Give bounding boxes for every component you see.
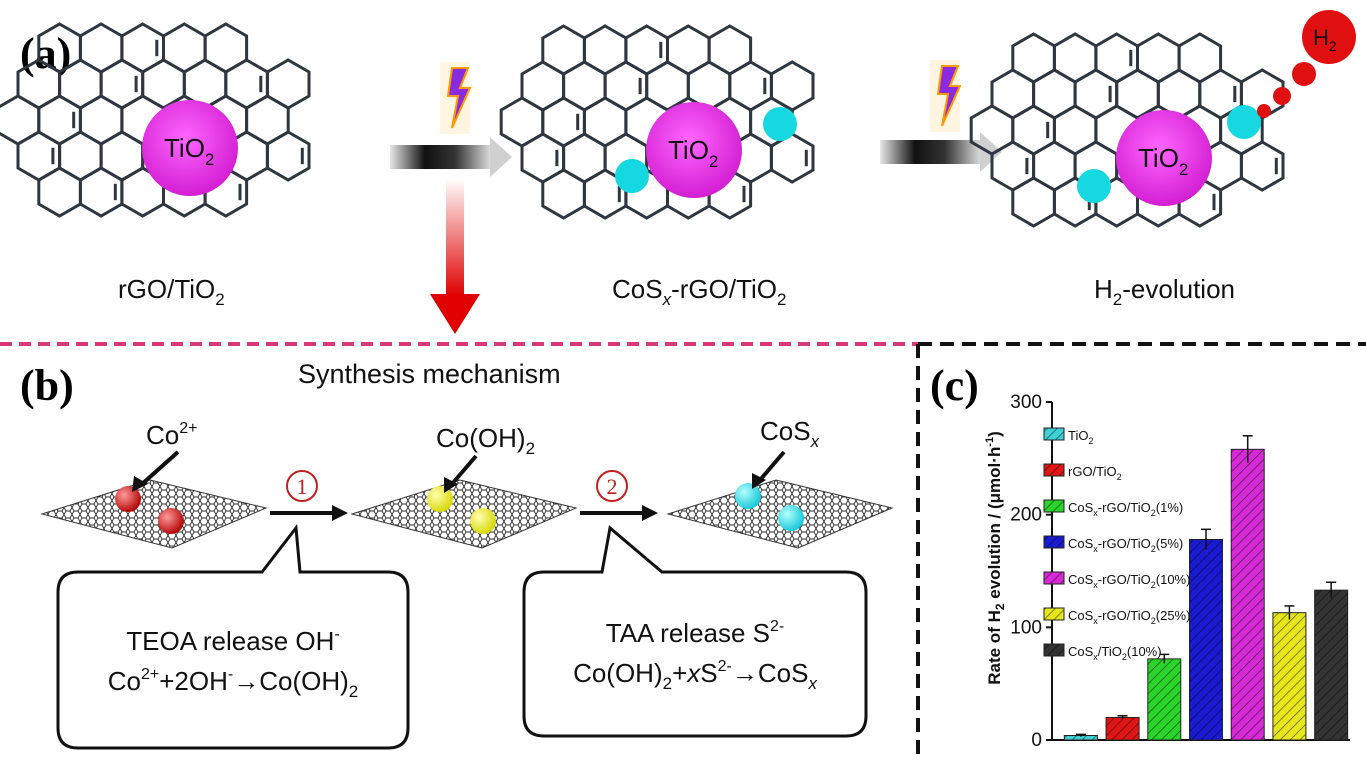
legend-label: CoSx-rGO/TiO2(25%): [1068, 608, 1190, 626]
step-1-marker: [286, 470, 318, 502]
bar: [1314, 589, 1349, 741]
bar: [1147, 658, 1182, 741]
cosx-particle: [735, 483, 761, 509]
tio2-label-3: TiO2: [1138, 143, 1188, 179]
caption-rgo-tio2: rGO/TiO2: [118, 274, 225, 309]
tio2-label-1: TiO2: [164, 133, 214, 169]
step-2-number: 2: [607, 474, 618, 499]
h2-bubble: [1273, 87, 1291, 105]
legend-label: CoSx-rGO/TiO2(5%): [1068, 536, 1183, 554]
legend-swatch: [1043, 643, 1065, 657]
tio2-particle-2: [646, 102, 742, 198]
legend-label: TiO2: [1068, 428, 1093, 446]
cosx-particle: [763, 107, 797, 141]
bar: [1272, 612, 1307, 741]
legend-swatch: [1043, 571, 1065, 585]
y-tick-label: 300: [1010, 392, 1042, 413]
callout-1-line-1: TEOA release OH-: [126, 626, 339, 656]
y-tick-label: 100: [1010, 617, 1042, 638]
bar: [1230, 448, 1265, 741]
pointer-arrow-3: [758, 450, 786, 482]
species-cosx-label: CoSx: [760, 416, 820, 451]
species-co2-label: Co2+: [146, 420, 198, 450]
h2-bubble-label: H2: [1313, 25, 1337, 54]
caption-h2-evolution: H2-evolution: [1094, 274, 1235, 309]
light-bolt-icon: [930, 60, 962, 132]
legend-swatch: [1043, 607, 1065, 621]
h2-bubble: [1302, 10, 1356, 64]
legend-swatch: [1043, 535, 1065, 549]
y-axis-label: Rate of H2 evolution / (μmol·h-1): [984, 431, 1007, 685]
cosx-particle: [615, 159, 649, 193]
bar: [1105, 716, 1140, 741]
caption-cosx-rgo-tio2: CoSx-rGO/TiO2: [612, 274, 786, 309]
tio2-particle-1: [142, 100, 238, 196]
arrow-head-1: [490, 137, 512, 177]
synthesis-mechanism-title: Synthesis mechanism: [298, 359, 561, 389]
y-tick-label: 200: [1010, 505, 1042, 526]
callout-box-2: [522, 525, 868, 738]
light-bolt-icon: [440, 62, 472, 134]
graphene-sheet-small-2: [350, 479, 578, 549]
co2-ion: [158, 508, 184, 534]
arrow-shaft-2: [880, 140, 980, 164]
callout-1-line-2: Co2++2OH-→Co(OH)2: [108, 666, 359, 701]
y-tick-label: 0: [1031, 730, 1042, 751]
callout-box-1: [56, 524, 410, 750]
co2-ion: [115, 486, 141, 512]
coOH2-particle: [427, 486, 453, 512]
panel-b-tag: (b): [20, 361, 74, 410]
tio2-particle-3: [1116, 110, 1212, 206]
tio2-label-2: TiO2: [668, 135, 718, 171]
coOH2-particle: [470, 508, 496, 534]
legend-label: CoSx-rGO/TiO2(1%): [1068, 500, 1183, 518]
red-down-arrow-head: [430, 294, 480, 334]
bar: [1189, 538, 1223, 741]
pointer-arrow-1: [140, 450, 180, 486]
arrow-shaft-1: [390, 145, 490, 169]
graphene-hex: [37, 166, 82, 218]
legend-swatch: [1043, 427, 1065, 441]
graphene-hex: [541, 168, 586, 220]
panel-c-tag: (c): [930, 361, 979, 410]
step-1-number: 1: [297, 474, 308, 499]
graphene-sheet-small-1: [40, 479, 268, 549]
red-down-arrow-shaft: [446, 178, 464, 296]
step-2-marker: [596, 470, 628, 502]
cosx-particle: [778, 505, 804, 531]
species-coOH2-label: Co(OH)2: [436, 423, 535, 458]
graphene-hex: [1011, 176, 1056, 228]
h2-bubble: [1257, 104, 1271, 118]
cosx-particle: [1227, 105, 1261, 139]
graphene-hex: [769, 132, 815, 184]
legend-swatch: [1043, 499, 1065, 513]
pointer-arrow-2: [450, 454, 478, 486]
graphene-hex: [265, 130, 311, 182]
legend-label: CoSx-rGO/TiO2(10%): [1068, 572, 1190, 590]
callout-2-line-2: Co(OH)2+xS2-→CoSx: [573, 658, 817, 693]
graphene-hex: [1239, 140, 1285, 192]
cosx-particle: [1077, 169, 1111, 203]
legend-swatch: [1043, 463, 1065, 477]
legend-label: CoSx/TiO2(10%): [1068, 644, 1162, 662]
legend-label: rGO/TiO2: [1068, 464, 1122, 482]
callout-2-line-1: TAA release S2-: [606, 618, 785, 648]
h2-bubble: [1292, 62, 1316, 86]
